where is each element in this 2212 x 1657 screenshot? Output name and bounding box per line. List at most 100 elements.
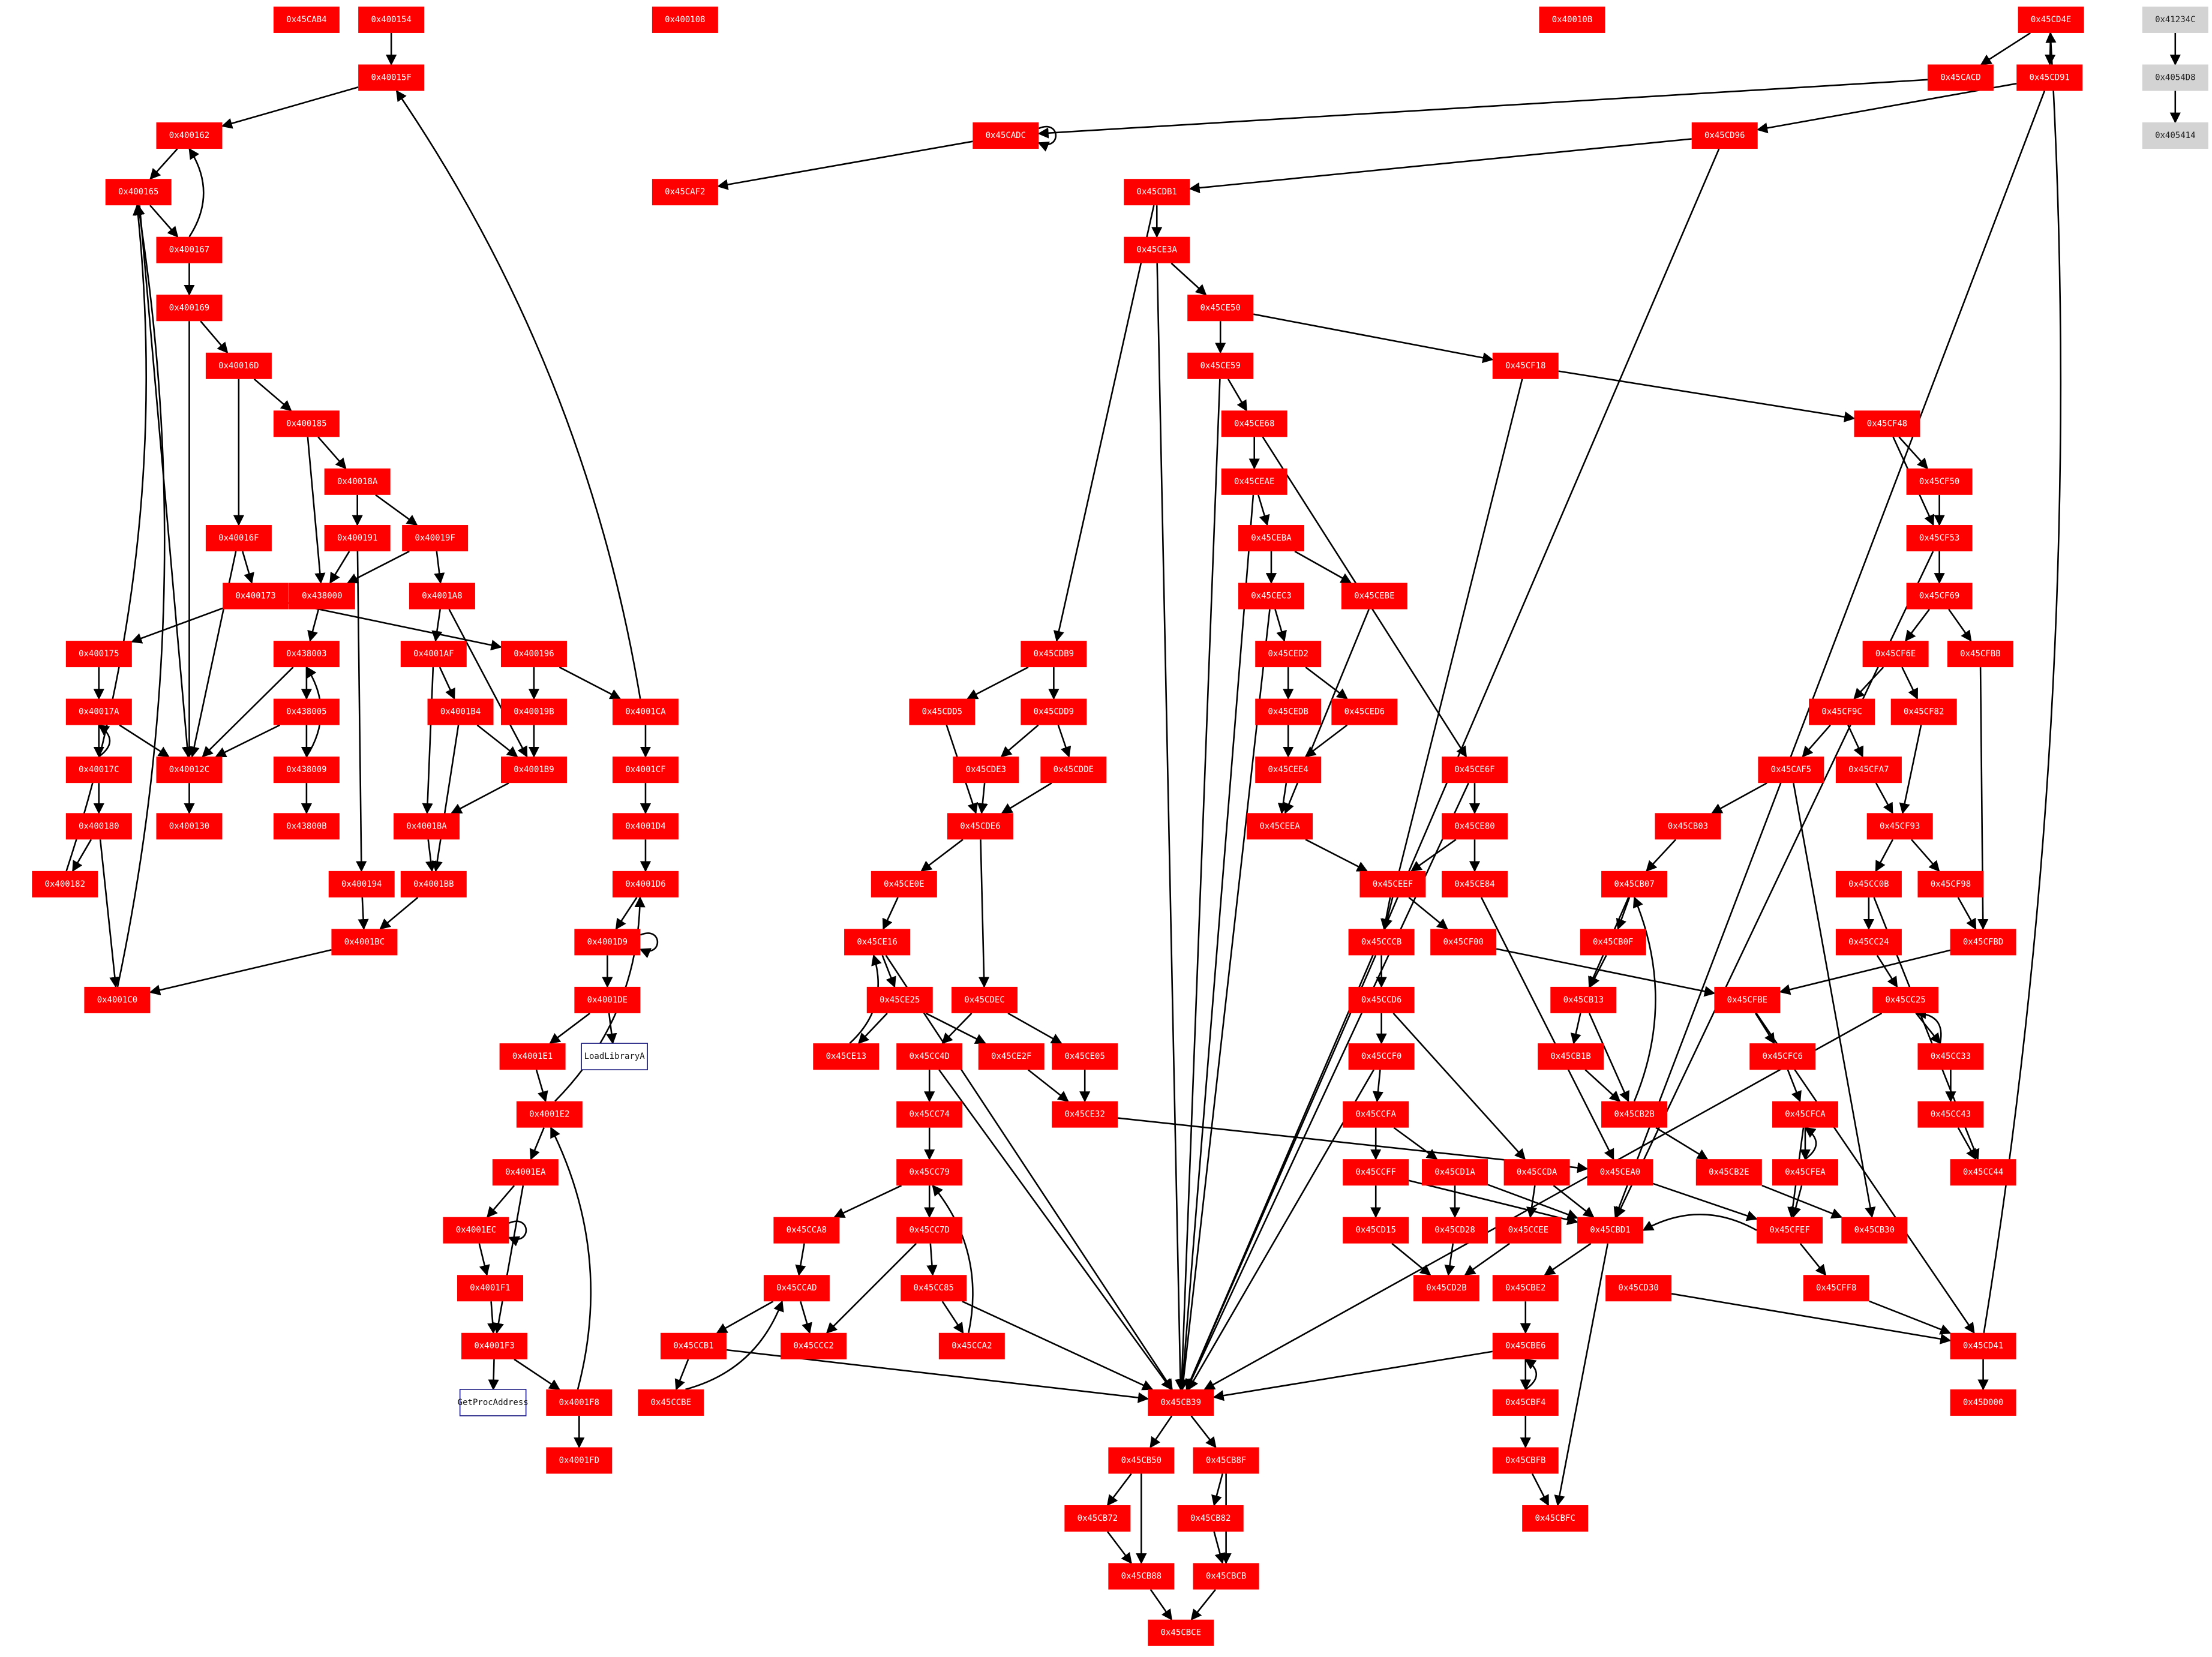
node-40010b: 0x40010B xyxy=(1539,6,1605,33)
node-label: 0x45CED6 xyxy=(1344,707,1385,717)
node-box xyxy=(2016,64,2083,91)
edge-45ce80-to-45ceef xyxy=(1410,839,1457,872)
edge-400185-to-438000 xyxy=(307,437,326,584)
edge-438005-to-40012c xyxy=(215,724,280,758)
node-box xyxy=(978,1043,1045,1070)
node-45cdde: 0x45CDDE xyxy=(1040,757,1107,784)
edge-45ceba-to-45cebe xyxy=(1294,550,1352,584)
edge-45ce59-to-45ce68 xyxy=(1227,379,1247,412)
edge-45cd30-to-45cd41 xyxy=(1671,1293,1952,1344)
node-4001f3: 0x4001F3 xyxy=(461,1332,528,1359)
node-box xyxy=(1108,1563,1175,1590)
node-label: 0x40016F xyxy=(218,533,259,543)
node-getprocaddress: GetProcAddress xyxy=(458,1389,529,1416)
node-label: 0x45CBE6 xyxy=(1505,1341,1545,1351)
node-label: 0x438003 xyxy=(286,649,326,659)
node-label: 0x45CCFA xyxy=(1355,1110,1396,1119)
node-box xyxy=(1422,1217,1488,1244)
edge-45cde3-to-45cde6 xyxy=(977,783,988,815)
edge-45cec3-to-45cb39 xyxy=(1178,609,1271,1391)
node-label: 0x45CF93 xyxy=(1880,821,1920,831)
node-box xyxy=(1343,1159,1409,1186)
edge-45cde6-to-45ce0e xyxy=(920,839,964,872)
node-45cb1b: 0x45CB1B xyxy=(1538,1043,1604,1070)
node-45ccb1: 0x45CCB1 xyxy=(661,1332,727,1359)
node-label: 0x45CB07 xyxy=(1614,879,1654,889)
edge-4001e2-to-4001ea xyxy=(529,1127,545,1160)
node-400191: 0x400191 xyxy=(324,525,391,552)
node-box xyxy=(65,698,132,725)
node-label: 0x405414 xyxy=(2155,131,2195,140)
edge-45cc24-to-45cc25 xyxy=(1876,954,1898,988)
node-45cf93: 0x45CF93 xyxy=(1866,813,1933,840)
node-box xyxy=(1052,1101,1118,1128)
edge-45ccf0-to-45ccfa xyxy=(1372,1069,1383,1103)
node-40019b: 0x40019B xyxy=(500,698,567,725)
node-label: 0x45CB8F xyxy=(1206,1455,1246,1465)
edge-4001a8-to-4001af xyxy=(431,609,443,642)
node-label: 0x45CB39 xyxy=(1161,1398,1201,1407)
node-box xyxy=(1343,1217,1409,1244)
node-label: 0x45CE6F xyxy=(1454,765,1494,775)
edge-45ccda-to-45cbd1 xyxy=(1553,1185,1595,1218)
node-400165: 0x400165 xyxy=(105,179,172,206)
node-box xyxy=(273,641,340,668)
node-box xyxy=(427,698,494,725)
edge-45cb13-to-45cb2b xyxy=(1588,1013,1629,1103)
node-45ceae: 0x45CEAE xyxy=(1221,468,1287,495)
edge-4001ca-to-40015f xyxy=(395,89,641,699)
node-box xyxy=(1917,1043,1984,1070)
node-label: 0x400194 xyxy=(341,879,382,889)
node-45cb88: 0x45CB88 xyxy=(1108,1563,1175,1590)
edge-45cc4d-to-45cb39 xyxy=(938,1069,1172,1391)
node-box xyxy=(205,352,272,379)
edge-40016f-to-400173 xyxy=(242,551,254,584)
node-label: 0x40019F xyxy=(415,533,455,543)
node-box xyxy=(400,641,467,668)
node-45ce50: 0x45CE50 xyxy=(1187,295,1254,322)
node-45cf9c: 0x45CF9C xyxy=(1809,698,1875,725)
node-label: 0x45CFEF xyxy=(1769,1226,1809,1235)
node-400130: 0x400130 xyxy=(156,813,223,840)
node-box xyxy=(1021,698,1087,725)
node-label: LoadLibraryA xyxy=(584,1052,646,1061)
node-box xyxy=(1238,525,1304,552)
node-label: 0x45CB0F xyxy=(1593,937,1633,947)
node-45cdec: 0x45CDEC xyxy=(952,986,1018,1013)
edge-40015f-to-400162 xyxy=(221,86,359,129)
node-box xyxy=(1749,1043,1816,1070)
node-45cd2b: 0x45CD2B xyxy=(1413,1275,1479,1302)
node-box xyxy=(574,929,641,956)
edge-45ce25-to-45ce2f xyxy=(925,1012,986,1044)
node-45cfef: 0x45CFEF xyxy=(1757,1217,1823,1244)
node-label: 0x45CCDA xyxy=(1517,1167,1557,1177)
edge-45ceef-to-45cccb xyxy=(1380,897,1391,930)
node-box xyxy=(1580,929,1646,956)
node-45cfc6: 0x45CFC6 xyxy=(1749,1043,1816,1070)
edge-45cb72-to-45cb88 xyxy=(1106,1531,1132,1564)
node-box xyxy=(1758,757,1824,784)
node-box xyxy=(612,813,679,840)
node-box xyxy=(763,1275,830,1302)
node-box xyxy=(1341,583,1407,610)
node-label: 0x45CB2B xyxy=(1614,1110,1654,1119)
node-box xyxy=(1422,1159,1488,1186)
edge-45cdde-to-45cde6 xyxy=(1001,782,1052,814)
node-box xyxy=(1348,929,1415,956)
edge-4001d9-to-4001d9 xyxy=(639,932,659,959)
node-box xyxy=(1430,929,1497,956)
node-4054d8: 0x4054D8 xyxy=(2142,64,2208,91)
node-box xyxy=(289,583,355,610)
edge-45cadc-to-45caf2 xyxy=(717,140,973,190)
edge-4001af-to-4001b4 xyxy=(439,667,455,700)
node-45ceba: 0x45CEBA xyxy=(1238,525,1304,552)
node-label: 0x45D000 xyxy=(1963,1398,2003,1407)
edge-45cd28-to-45cd2b xyxy=(1444,1243,1455,1277)
node-label: 0x4001B9 xyxy=(514,765,554,775)
edge-45cd41-to-45cd4e xyxy=(1983,32,2062,1333)
node-40015f: 0x40015F xyxy=(358,64,425,91)
node-45cb39: 0x45CB39 xyxy=(1148,1389,1214,1416)
edge-438003-to-40012c xyxy=(202,667,294,758)
node-box xyxy=(1854,410,1920,437)
edge-45cdec-to-45ce05 xyxy=(1007,1012,1063,1044)
